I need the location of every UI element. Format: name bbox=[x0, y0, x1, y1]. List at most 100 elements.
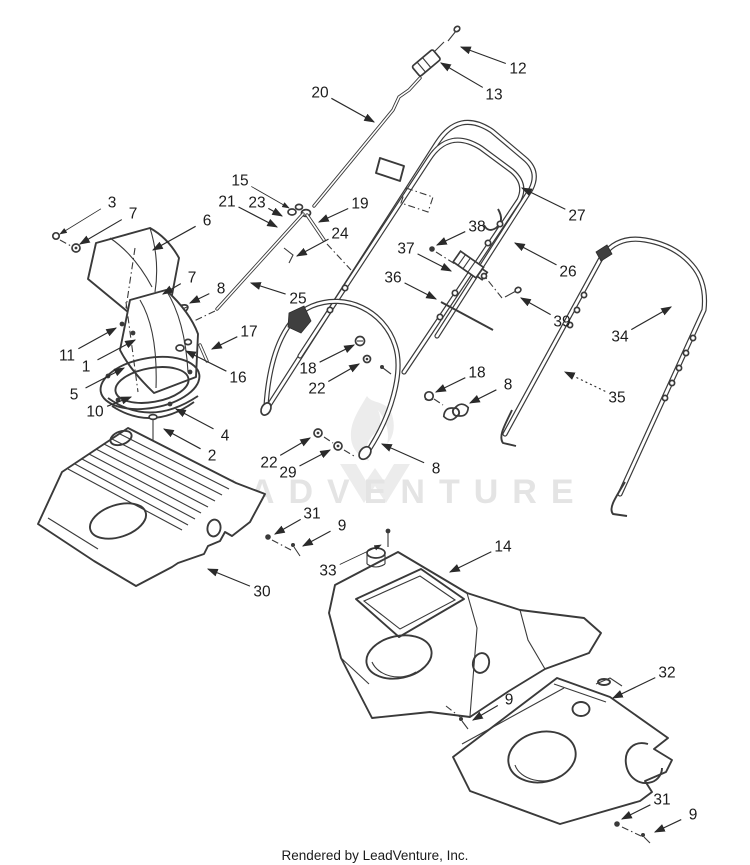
callout-26: 26 bbox=[513, 242, 577, 281]
part-shift-rod-group bbox=[429, 246, 522, 331]
callout-37: 37 bbox=[397, 241, 453, 272]
callout-leader-line bbox=[210, 336, 238, 350]
callout-number: 17 bbox=[240, 324, 257, 341]
callout-leader-line bbox=[435, 231, 466, 246]
callout-number: 24 bbox=[331, 226, 349, 243]
callout-number: 35 bbox=[608, 390, 625, 407]
callout-leader-line bbox=[295, 238, 329, 257]
callout-number: 10 bbox=[86, 404, 104, 421]
callout-number: 37 bbox=[397, 241, 414, 258]
callout-number: 39 bbox=[553, 314, 570, 331]
callout-number: 11 bbox=[59, 348, 75, 365]
callout-leader-line bbox=[251, 186, 290, 209]
callout-33: 33 bbox=[319, 544, 382, 580]
callout-number: 2 bbox=[208, 448, 217, 465]
callout-17: 17 bbox=[210, 324, 258, 350]
callout-number: 23 bbox=[248, 195, 265, 212]
callout-number: 38 bbox=[468, 219, 485, 236]
callout-15: 15 bbox=[231, 173, 290, 209]
callout-number: 30 bbox=[253, 584, 271, 601]
callout-8: 8 bbox=[380, 443, 440, 478]
callout-10: 10 bbox=[86, 396, 133, 421]
callout-number: 3 bbox=[108, 195, 117, 212]
callout-9: 9 bbox=[301, 518, 347, 547]
callout-leader-line bbox=[520, 187, 566, 210]
callout-30: 30 bbox=[206, 568, 271, 601]
callout-leader-line bbox=[206, 568, 251, 587]
callout-number: 9 bbox=[689, 807, 698, 824]
callout-leader-line bbox=[78, 327, 118, 350]
callout-number: 22 bbox=[308, 381, 325, 398]
callout-35: 35 bbox=[563, 371, 626, 407]
callout-34: 34 bbox=[611, 306, 672, 346]
callout-leader-line bbox=[331, 97, 376, 123]
callout-18: 18 bbox=[434, 365, 486, 393]
callout-leader-line bbox=[162, 283, 182, 295]
callout-leader-line bbox=[317, 207, 349, 223]
callout-leader-line bbox=[472, 705, 499, 721]
callout-number: 22 bbox=[260, 455, 277, 472]
callout-leader-line bbox=[631, 306, 672, 331]
callout-21: 21 bbox=[218, 194, 279, 228]
callout-number: 34 bbox=[611, 329, 629, 346]
callout-number: 18 bbox=[468, 365, 485, 382]
artwork bbox=[37, 25, 708, 844]
callout-leader-line bbox=[106, 396, 133, 407]
callout-22: 22 bbox=[260, 437, 311, 472]
callout-number: 9 bbox=[338, 518, 347, 535]
part-bottom-plate bbox=[452, 677, 673, 844]
callout-number: 15 bbox=[231, 173, 248, 190]
callout-leader-line bbox=[328, 363, 360, 383]
callout-leader-line bbox=[653, 819, 682, 833]
callout-number: 13 bbox=[485, 87, 502, 104]
callout-leader-line bbox=[59, 208, 102, 235]
callout-number: 25 bbox=[289, 291, 306, 308]
callout-leader-line bbox=[339, 544, 382, 565]
callout-leader-line bbox=[519, 297, 551, 316]
callout-number: 7 bbox=[129, 206, 138, 223]
callout-25: 25 bbox=[249, 282, 307, 308]
callout-6: 6 bbox=[151, 213, 211, 251]
part-handle-lower-bend bbox=[260, 298, 401, 461]
callout-number: 21 bbox=[218, 194, 235, 211]
callout-7: 7 bbox=[162, 270, 197, 295]
callout-leader-line bbox=[380, 443, 425, 464]
callout-leader-line bbox=[279, 437, 311, 456]
callout-leader-line bbox=[151, 225, 196, 251]
callout-leader-line bbox=[273, 518, 301, 535]
callout-leader-line bbox=[620, 804, 651, 820]
callout-number: 33 bbox=[319, 563, 336, 580]
callout-31: 31 bbox=[620, 792, 671, 820]
callout-22: 22 bbox=[308, 363, 360, 398]
callout-2: 2 bbox=[162, 428, 217, 465]
callout-leader-line bbox=[97, 339, 137, 361]
callout-leader-line bbox=[79, 219, 123, 245]
callout-leader-line bbox=[299, 449, 332, 467]
callout-9: 9 bbox=[653, 807, 698, 833]
callout-number: 18 bbox=[299, 361, 316, 378]
callout-7: 7 bbox=[79, 206, 138, 245]
callout-number: 32 bbox=[658, 665, 675, 682]
callout-leader-line bbox=[174, 408, 214, 430]
callout-leader-line bbox=[513, 242, 557, 266]
leadventure-flame-icon bbox=[340, 396, 410, 503]
callout-leader-line bbox=[184, 350, 227, 372]
part-throttle-cable bbox=[312, 25, 461, 208]
callout-leader-line bbox=[301, 530, 331, 547]
callout-number: 4 bbox=[221, 428, 230, 445]
callout-24: 24 bbox=[295, 226, 349, 257]
callout-leader-line bbox=[319, 344, 356, 363]
callout-number: 7 bbox=[188, 270, 197, 287]
callout-19: 19 bbox=[317, 196, 369, 223]
callout-leader-line bbox=[440, 62, 484, 88]
callout-39: 39 bbox=[519, 297, 571, 331]
callout-leader-line bbox=[188, 293, 210, 304]
callout-leader-line bbox=[268, 207, 284, 217]
callout-number: 1 bbox=[82, 359, 91, 376]
callout-number: 31 bbox=[303, 506, 320, 523]
callout-11: 11 bbox=[59, 327, 118, 365]
part-belt-cover bbox=[37, 427, 301, 587]
callout-8: 8 bbox=[188, 281, 225, 304]
callout-8: 8 bbox=[468, 377, 512, 404]
callout-leader-line bbox=[249, 282, 286, 295]
